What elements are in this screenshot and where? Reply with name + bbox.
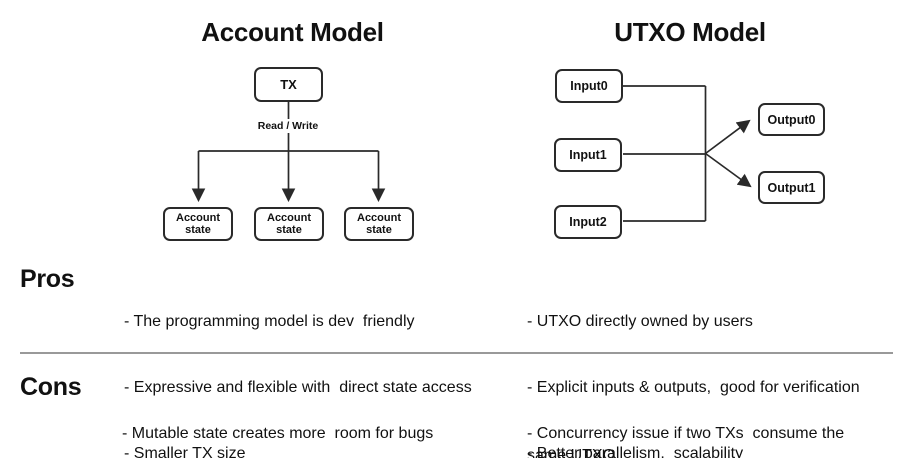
list-item: - The programming model is dev friendly — [124, 313, 415, 330]
utxo-model-connectors — [623, 85, 752, 222]
output0-box: Output0 — [758, 103, 825, 136]
list-item: - Explicit inputs & outputs, good for ve… — [527, 379, 860, 396]
pros-utxo-list: - UTXO directly owned by users - Explici… — [527, 267, 912, 458]
arrow-to-output1 — [704, 152, 752, 188]
utxo-model-title: UTXO Model — [614, 17, 766, 47]
list-item: - Concurrency issue if two TXs consume t… — [527, 425, 845, 458]
account-state-box: Account state — [163, 207, 233, 241]
connector-lines-layer — [191, 85, 752, 222]
read-write-label: Read / Write — [253, 119, 323, 133]
input0-box: Input0 — [555, 69, 623, 103]
account-model-title: Account Model — [201, 17, 384, 47]
list-item: - Expressive and flexible with direct st… — [124, 379, 472, 396]
section-divider — [20, 352, 893, 354]
cons-heading: Cons — [20, 373, 82, 401]
list-item: - Smaller TX size — [124, 445, 246, 458]
list-item: - UTXO directly owned by users — [527, 313, 753, 330]
account-model-connectors — [191, 102, 386, 203]
cons-utxo-list: - Concurrency issue if two TXs consume t… — [527, 379, 912, 458]
output1-box: Output1 — [758, 171, 825, 204]
list-item: - Mutable state creates more room for bu… — [122, 425, 434, 442]
cons-account-list: - Mutable state creates more room for bu… — [122, 379, 517, 458]
input2-box: Input2 — [554, 205, 622, 239]
list-item: - Better parallelism, scalability — [527, 445, 744, 458]
account-state-box: Account state — [254, 207, 324, 241]
pros-account-list: - The programming model is dev friendly … — [124, 267, 519, 458]
pros-heading: Pros — [20, 265, 75, 293]
input1-box: Input1 — [554, 138, 622, 172]
tx-box: TX — [254, 67, 323, 102]
account-state-box: Account state — [344, 207, 414, 241]
arrow-to-output0 — [704, 119, 751, 155]
